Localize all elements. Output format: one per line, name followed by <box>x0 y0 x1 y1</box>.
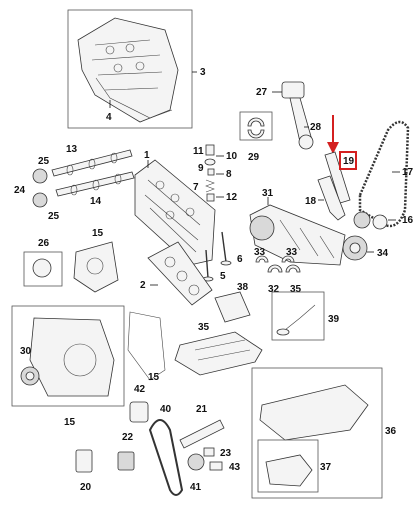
timing-cover[interactable] <box>29 317 115 397</box>
callout-6[interactable]: 6 <box>237 254 243 265</box>
callout-15c[interactable]: 15 <box>148 372 160 383</box>
callout-34[interactable]: 34 <box>377 248 389 259</box>
timing-chain-guide[interactable] <box>324 151 351 204</box>
drive-belt[interactable] <box>148 419 184 496</box>
oil-pickup-box <box>271 291 325 341</box>
callout-36[interactable]: 36 <box>385 426 397 437</box>
water-pump-housing[interactable] <box>73 241 119 293</box>
callout-7[interactable]: 7 <box>193 182 199 193</box>
callout-5[interactable]: 5 <box>220 271 226 282</box>
callout-15a[interactable]: 15 <box>92 228 104 239</box>
oil-pan-box <box>251 367 383 499</box>
valve-seal[interactable] <box>206 193 215 202</box>
bearing-box <box>239 111 273 141</box>
callout-31[interactable]: 31 <box>262 188 274 199</box>
callout-24[interactable]: 24 <box>14 185 26 196</box>
crankshaft-pulley[interactable] <box>342 235 368 261</box>
callout-19-highlight-box <box>339 151 357 170</box>
valve-spring[interactable] <box>205 179 215 193</box>
callout-41[interactable]: 41 <box>190 482 202 493</box>
upper-oil-pan[interactable] <box>259 384 369 441</box>
valve-keeper[interactable] <box>207 168 215 176</box>
valve-cover-part[interactable] <box>77 17 179 123</box>
callout-37[interactable]: 37 <box>320 462 332 473</box>
callout-23[interactable]: 23 <box>220 448 232 459</box>
callout-35-bearing[interactable]: 35 <box>290 284 302 295</box>
callout-19[interactable]: 19 <box>343 156 355 167</box>
intake-valve[interactable] <box>220 231 232 266</box>
vvt-phaser-lower[interactable] <box>32 192 48 208</box>
callout-35[interactable]: 35 <box>198 322 210 333</box>
callout-42[interactable]: 42 <box>134 384 146 395</box>
camshaft-upper[interactable] <box>51 149 133 177</box>
crank-sprocket[interactable] <box>353 211 388 230</box>
valve-cover-box <box>67 9 193 129</box>
thermostat-housing[interactable] <box>32 258 52 278</box>
callout-40[interactable]: 40 <box>160 404 172 415</box>
cylinder-head[interactable] <box>134 159 216 266</box>
callout-13[interactable]: 13 <box>66 144 78 155</box>
callout-16[interactable]: 16 <box>402 215 414 226</box>
callout-10[interactable]: 10 <box>226 151 238 162</box>
callout-28[interactable]: 28 <box>310 122 322 133</box>
rod-bearing[interactable] <box>247 117 265 139</box>
callout-25b[interactable]: 25 <box>48 211 60 222</box>
timing-cover-box <box>11 305 125 407</box>
front-crank-seal[interactable] <box>20 366 40 386</box>
thrust-washer[interactable] <box>255 255 295 263</box>
timing-chain-tensioner-arm[interactable] <box>317 175 346 221</box>
callout-33a[interactable]: 33 <box>254 247 266 258</box>
piston-connecting-rod[interactable] <box>281 81 314 150</box>
lower-pan-box <box>257 439 319 493</box>
callout-30[interactable]: 30 <box>20 346 32 357</box>
main-bearing[interactable] <box>267 264 301 273</box>
camshaft-lower[interactable] <box>55 171 135 197</box>
idler-pulley[interactable] <box>187 453 205 471</box>
callout-33b[interactable]: 33 <box>286 247 298 258</box>
callout-20[interactable]: 20 <box>80 482 92 493</box>
callout-29[interactable]: 29 <box>248 152 260 163</box>
valve-spring-retainer[interactable] <box>204 158 216 166</box>
head-gasket[interactable] <box>147 241 213 306</box>
callout-9[interactable]: 9 <box>198 163 204 174</box>
oil-filter-adapter[interactable] <box>117 451 135 471</box>
callout-2[interactable]: 2 <box>140 280 146 291</box>
hydraulic-lifter[interactable] <box>205 144 215 156</box>
windage-tray[interactable] <box>174 331 263 376</box>
callout-4[interactable]: 4 <box>106 112 112 123</box>
timing-cover-gasket[interactable] <box>127 311 166 381</box>
bolt-23[interactable] <box>203 447 215 457</box>
callout-21[interactable]: 21 <box>196 404 208 415</box>
callout-3[interactable]: 3 <box>200 67 206 78</box>
callout-17[interactable]: 17 <box>402 167 414 178</box>
thermostat-box <box>23 251 63 287</box>
callout-38[interactable]: 38 <box>237 282 249 293</box>
callout-12[interactable]: 12 <box>226 192 238 203</box>
bolt-43[interactable] <box>209 461 223 471</box>
callout-18[interactable]: 18 <box>305 196 317 207</box>
oil-pump[interactable] <box>214 291 251 323</box>
callout-43[interactable]: 43 <box>229 462 241 473</box>
callout-14[interactable]: 14 <box>90 196 102 207</box>
balance-shaft[interactable] <box>179 419 225 449</box>
callout-27[interactable]: 27 <box>256 87 268 98</box>
callout-22[interactable]: 22 <box>122 432 134 443</box>
callout-25a[interactable]: 25 <box>38 156 50 167</box>
callout-26[interactable]: 26 <box>38 238 50 249</box>
callout-39[interactable]: 39 <box>328 314 340 325</box>
oil-pickup-tube[interactable] <box>276 304 316 336</box>
valve-cover-gasket[interactable] <box>95 77 173 119</box>
timing-chain[interactable] <box>358 120 410 228</box>
callout-11[interactable]: 11 <box>193 146 204 157</box>
callout-32[interactable]: 32 <box>268 284 280 295</box>
rear-seal[interactable] <box>129 401 149 423</box>
callout-15b[interactable]: 15 <box>64 417 76 428</box>
vvt-phaser-upper[interactable] <box>32 168 48 184</box>
lower-oil-pan[interactable] <box>265 454 313 487</box>
oil-filter[interactable] <box>75 449 93 473</box>
callout-8[interactable]: 8 <box>226 169 232 180</box>
crankshaft[interactable] <box>249 204 346 266</box>
callout-1[interactable]: 1 <box>144 150 150 161</box>
